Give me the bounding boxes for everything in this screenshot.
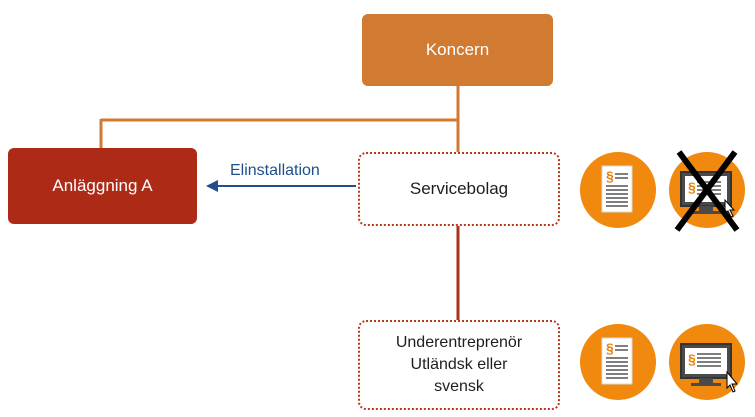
underentreprenor-label-line3: svensk — [434, 378, 484, 395]
anlaggning-node: Anläggning A — [8, 148, 197, 224]
servicebolag-node: Servicebolag — [358, 152, 560, 226]
underentreprenor-label-line2: Utländsk eller — [410, 356, 508, 373]
svg-text:§: § — [688, 179, 696, 195]
underentreprenor-node: Underentreprenör Utländsk eller svensk — [358, 320, 560, 410]
koncern-node: Koncern — [362, 14, 553, 86]
computer-icon: § — [669, 324, 745, 400]
document-icon: § — [580, 152, 656, 228]
document-icon: § — [580, 324, 656, 400]
cross-out-line-2 — [674, 150, 738, 232]
servicebolag-label: Servicebolag — [409, 179, 509, 198]
svg-text:§: § — [606, 168, 614, 184]
svg-text:§: § — [606, 340, 614, 356]
elinstallation-label: Elinstallation — [230, 162, 320, 179]
koncern-label: Koncern — [425, 40, 490, 59]
anlaggning-label: Anläggning A — [52, 176, 153, 195]
elinstallation-arrowhead — [206, 180, 218, 192]
mouse-cursor-icon — [726, 370, 739, 393]
svg-text:§: § — [688, 351, 696, 367]
underentreprenor-label-line1: Underentreprenör — [395, 334, 523, 351]
computer-icon-crossed-out: § — [669, 150, 745, 232]
